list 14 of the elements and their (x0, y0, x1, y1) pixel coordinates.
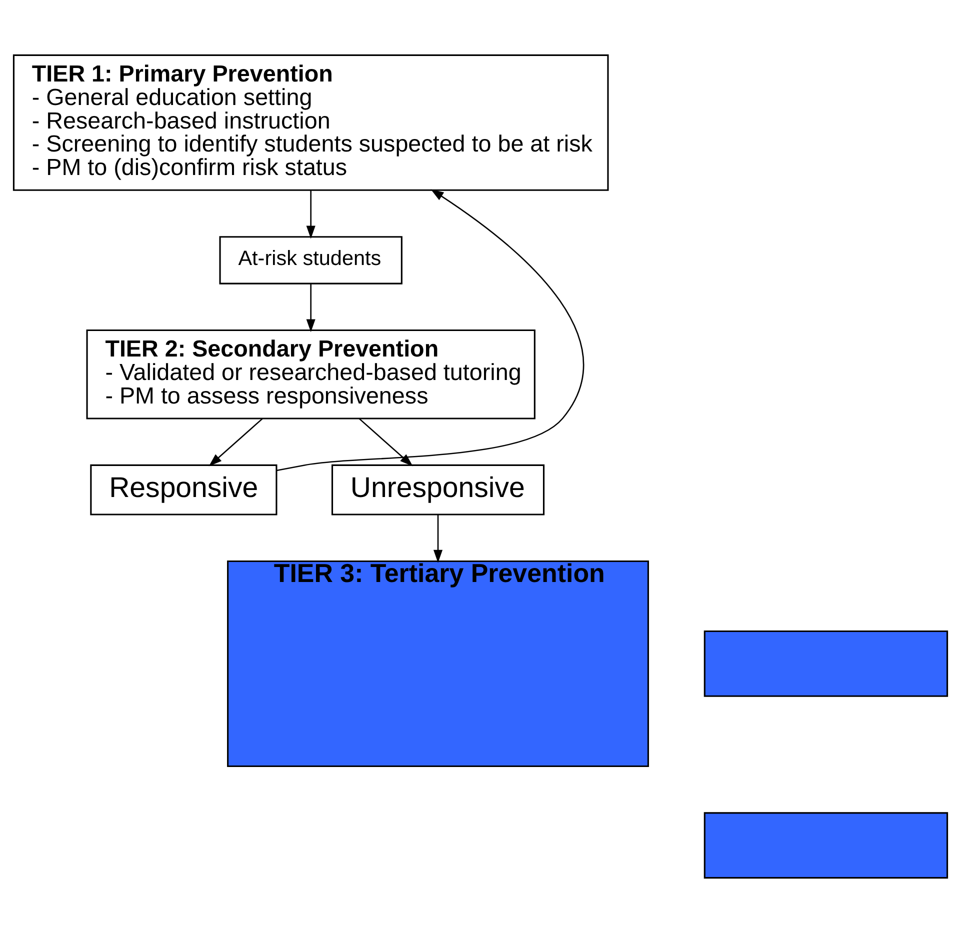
node-box: TIER 3: Tertiary Prevention (227, 560, 649, 767)
arrow (208, 418, 263, 466)
node-box: TIER 1: Primary Prevention - General education setting - Research-based instruction - Screening to identify students suspected to be at risk - PM to (dis)confirm risk status (12, 54, 609, 191)
arrow (433, 514, 443, 563)
arrow (358, 418, 413, 466)
node-box: Unresponsive (331, 464, 545, 516)
arrow (306, 190, 316, 239)
node-box: At-risk students (219, 236, 402, 284)
arrow (276, 189, 584, 472)
node-box (704, 812, 948, 879)
node-box (704, 630, 948, 697)
node-box: Responsive (90, 464, 278, 516)
arrow (306, 284, 316, 332)
node-box: TIER 2: Secondary Prevention - Validated or researched-based tutoring - PM to assess responsiveness (86, 329, 536, 420)
